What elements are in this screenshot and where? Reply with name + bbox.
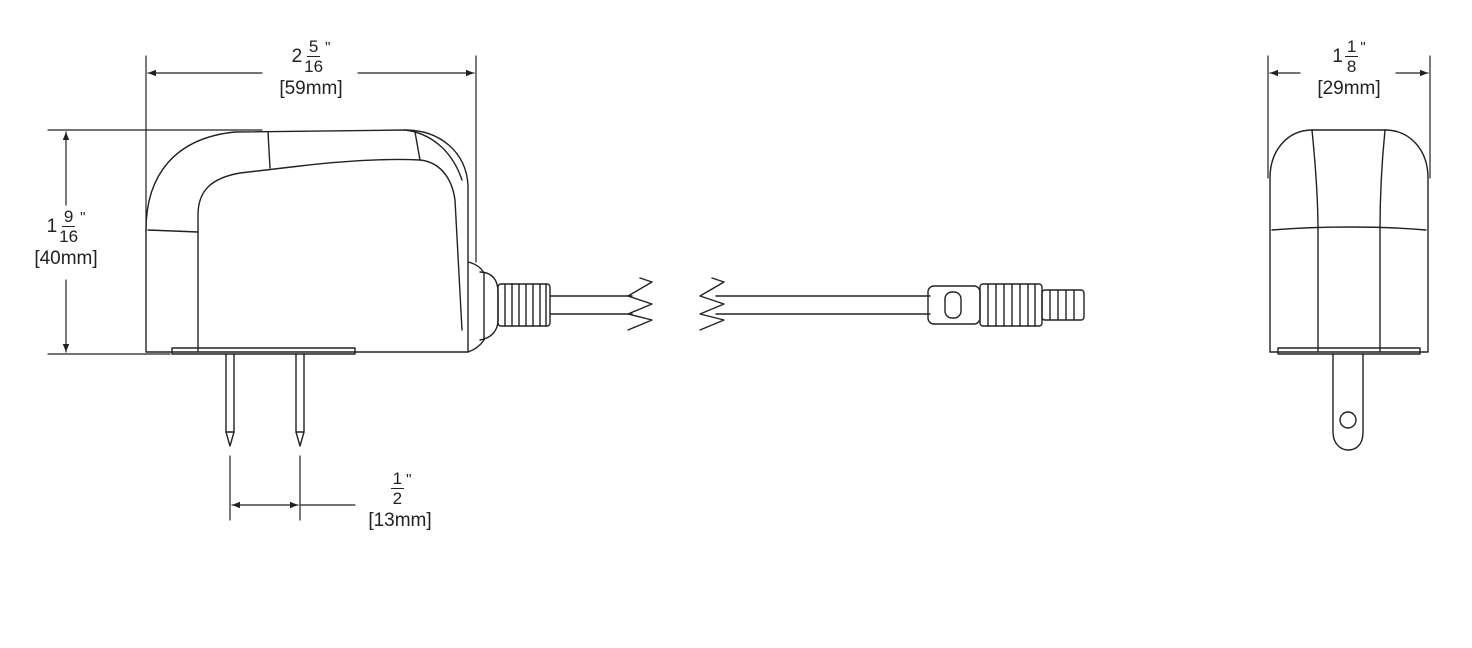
height-dimension-label: 1 9 16 " [40mm] [22,208,110,268]
break-mark-left [627,277,653,331]
adapter-base-plate [171,347,356,355]
adapter-body-outline [145,129,469,353]
height-whole: 1 [46,216,58,237]
adapter-side-view [145,129,653,447]
strain-relief [467,261,551,353]
prong-left [225,353,235,447]
depth-dimension-label: 1 1 8 " [29mm] [1306,38,1392,98]
width-denominator: 16 [304,57,324,76]
break-mark-right [699,277,725,331]
width-metric: [59mm] [279,78,343,99]
dc-plug-ribs [979,283,1043,327]
depth-whole: 1 [1332,46,1343,67]
adapter-body-inner-contour [197,158,463,353]
depth-denominator: 8 [1346,57,1357,76]
prong-right [295,353,305,447]
cable-left [549,277,653,331]
prong-hole [1339,411,1357,429]
front-body-outline [1269,129,1429,353]
pin-spacing-dimension-label: 1 2 " [13mm] [358,470,442,530]
dc-plug-tip [1041,289,1085,321]
height-numerator: 9 [61,207,76,227]
width-numerator: 5 [306,37,321,57]
adapter-top-seam-left [267,131,271,169]
height-denominator: 16 [59,227,79,246]
pin-spacing-numerator: 1 [390,469,405,489]
depth-numerator: 1 [1344,37,1359,57]
adapter-top-contour [404,129,463,181]
pin-spacing-unit: " [406,471,412,488]
adapter-body-seam [147,229,199,233]
height-unit: " [80,209,86,226]
adapter-top-seam-right [414,131,421,161]
depth-unit: " [1360,39,1366,56]
pin-spacing-denominator: 2 [392,489,403,508]
dimension-lines [47,55,1431,521]
width-unit: " [325,39,331,56]
depth-metric: [29mm] [1317,78,1381,99]
adapter-front-view [1269,129,1429,451]
width-whole: 2 [291,46,303,67]
width-dimension-label: 2 5 16 " [59mm] [268,38,354,98]
cable-right-and-dc-plug [699,277,1085,331]
pin-spacing-metric: [13mm] [368,510,432,531]
plug-prongs [225,353,305,447]
front-prong [1332,353,1364,451]
height-metric: [40mm] [34,248,98,269]
